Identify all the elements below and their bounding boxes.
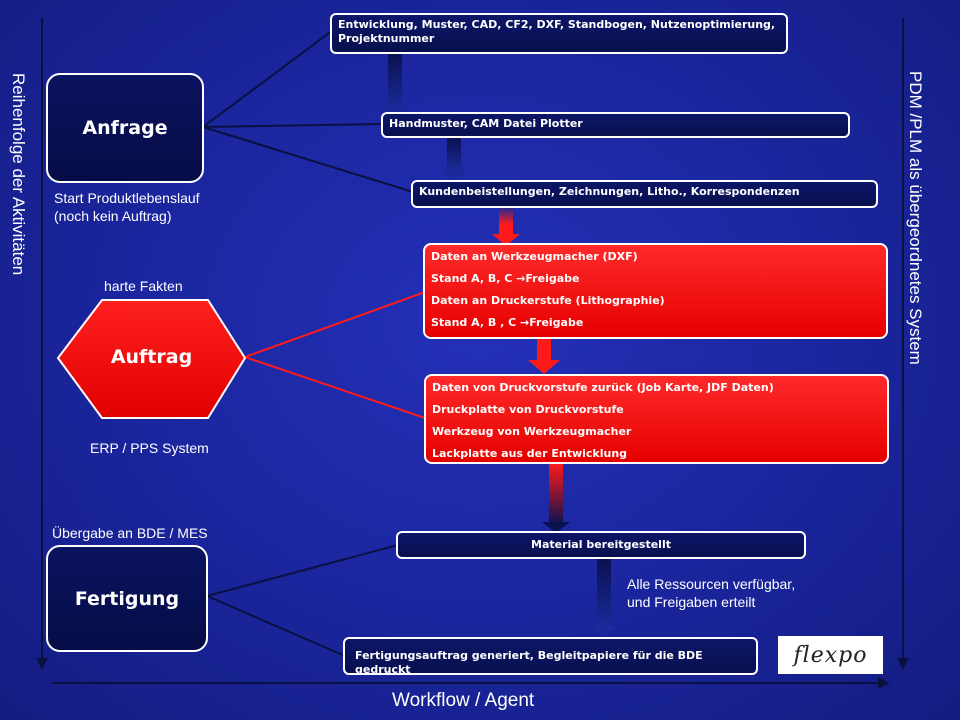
bottom-axis-label: Workflow / Agent	[392, 690, 535, 711]
note-start-line1: Start Produktlebenslauf	[54, 190, 200, 206]
flexpo-logo: flexpo	[778, 636, 883, 674]
connector-fertigung-auftrag	[206, 595, 346, 657]
red2-line-2: Druckplatte von Druckvorstufe	[432, 403, 624, 416]
stage-anfrage: Anfrage	[46, 73, 204, 183]
left-axis-label: Reihenfolge der Aktivitäten	[9, 73, 28, 276]
step-entwicklung: Entwicklung, Muster, CAD, CF2, DXF, Stan…	[330, 13, 788, 54]
flow-arrow-2	[440, 137, 468, 181]
connector-fertigung-material	[206, 544, 399, 597]
connector-auftrag-red1	[244, 291, 426, 358]
note-ressourcen: Alle Ressourcen verfügbar, und Freigaben…	[627, 575, 795, 611]
red1-line-1: Daten an Werkzeugmacher (DXF)	[431, 250, 638, 263]
flow-arrow-4	[528, 338, 560, 374]
red1-line-4: Stand A, B , C →Freigabe	[431, 316, 584, 329]
red2-line-3: Werkzeug von Werkzeugmacher	[432, 425, 632, 438]
flow-arrow-3	[492, 207, 520, 246]
connector-anfrage-kunden	[202, 126, 414, 193]
note-ressourcen-line2: und Freigaben erteilt	[627, 594, 756, 610]
step-fertigungsauftrag: Fertigungsauftrag generiert, Begleitpapi…	[343, 637, 758, 676]
note-start: Start Produktlebenslauf (noch kein Auftr…	[54, 189, 200, 225]
note-erp: ERP / PPS System	[90, 440, 209, 456]
left-axis-arrowhead	[36, 658, 48, 670]
stage-auftrag-label: Auftrag	[110, 346, 193, 368]
bottom-axis-arrowhead	[878, 677, 890, 689]
connector-anfrage-handmuster	[202, 123, 384, 128]
step-red-freigaben: Daten an Werkzeugmacher (DXF) Stand A, B…	[423, 243, 888, 339]
note-harte-fakten: harte Fakten	[104, 278, 183, 294]
stage-fertigung: Fertigung	[46, 545, 208, 652]
connector-auftrag-red2	[244, 356, 426, 419]
auftrag-hexagon	[56, 299, 247, 419]
note-uebergabe: Übergabe an BDE / MES	[52, 525, 208, 541]
red2-line-1: Daten von Druckvorstufe zurück (Job Kart…	[432, 381, 774, 394]
red2-line-4: Lackplatte aus der Entwicklung	[432, 447, 628, 460]
right-axis-label: PDM /PLM als übergeordnetes System	[906, 71, 925, 365]
flow-arrow-1	[381, 53, 409, 118]
stage-anfrage-label: Anfrage	[82, 117, 168, 139]
flow-arrow-5	[542, 463, 570, 533]
red1-line-2: Stand A, B, C →Freigabe	[431, 272, 580, 285]
note-ressourcen-line1: Alle Ressourcen verfügbar,	[627, 576, 796, 592]
flow-arrow-6	[590, 558, 618, 637]
right-axis-arrowhead	[897, 658, 909, 670]
step-handmuster: Handmuster, CAM Datei Plotter	[381, 112, 850, 138]
stage-fertigung-label: Fertigung	[74, 587, 180, 610]
note-start-line2: (noch kein Auftrag)	[54, 208, 172, 224]
step-red-ressourcen: Daten von Druckvorstufe zurück (Job Kart…	[424, 374, 889, 464]
red1-line-3: Daten an Druckerstufe (Lithographie)	[431, 294, 665, 307]
flexpo-logo-text: flexpo	[793, 642, 868, 668]
step-kunden: Kundenbeistellungen, Zeichnungen, Litho.…	[411, 180, 878, 208]
connector-anfrage-entwicklung	[202, 29, 334, 128]
step-material: Material bereitgestellt	[396, 531, 806, 559]
